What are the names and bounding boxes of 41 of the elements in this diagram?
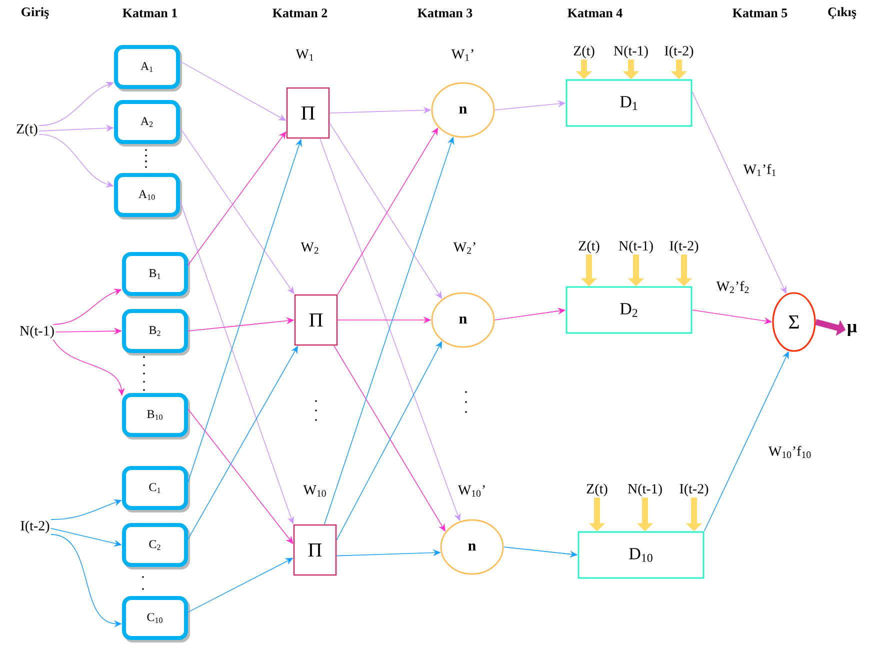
variable-label: N(t-1) [628, 484, 662, 496]
variable-label: I(t-2) [670, 240, 698, 254]
layer-heading: Katman 5 [732, 8, 788, 18]
weight-label: W$_{1}$ [296, 49, 314, 61]
variable-label: I(t-2) [680, 484, 708, 496]
fuzzy-set-box: A$_{1}$ [114, 45, 182, 92]
output-label: μ [847, 324, 857, 336]
input-label: I(t-2) [20, 520, 50, 534]
variable-label: Z(t) [574, 46, 594, 58]
layer-heading: Katman 1 [122, 8, 177, 18]
variable-label: Z(t) [578, 240, 600, 254]
fuzzy-set-box: C$_{1}$ [122, 466, 190, 512]
layer-heading: Katman 2 [272, 8, 328, 18]
fuzzy-set-box: B$_{2}$ [122, 309, 190, 356]
weight-label: W$_{1}$’ [451, 49, 474, 61]
edge-label: W$_{2}$’f$_{2}$ [715, 280, 751, 294]
layer-heading: Çıkış [828, 7, 856, 19]
weight-label: W$_{2}$ [300, 242, 318, 254]
input-label: Z(t) [16, 124, 38, 136]
variable-label: Z(t) [586, 484, 608, 496]
variable-label: N(t-1) [618, 240, 653, 254]
fuzzy-set-box: C$_{10}$ [122, 596, 190, 642]
product-box: Π [286, 87, 330, 139]
weight-label: W$_{10}$’ [458, 485, 485, 497]
product-box: Π [294, 294, 338, 346]
input-label: N(t-1) [20, 326, 54, 338]
layer-heading: Katman 3 [418, 8, 472, 18]
product-box: Π [293, 524, 337, 576]
fuzzy-set-box: A$_{2}$ [114, 100, 182, 146]
fuzzy-set-box: C$_{2}$ [122, 523, 190, 570]
edge-label: W$_{1}$’f$_{1}$ [742, 163, 778, 177]
fuzzy-set-box: B$_{10}$ [122, 393, 190, 440]
weight-label: W$_{2}$’ [453, 242, 476, 254]
variable-label: N(t-1) [614, 46, 648, 58]
variable-label: I(t-2) [664, 46, 694, 58]
edge-label: W$_{10}$’f$_{10}$ [767, 444, 813, 460]
layer-heading: Katman 4 [568, 8, 622, 18]
layer-heading: Giriş [22, 7, 49, 19]
weight-label: W$_{10}$ [303, 485, 326, 497]
fuzzy-set-box: A$_{10}$ [114, 173, 182, 220]
fuzzy-set-box: B$_{1}$ [122, 252, 190, 298]
